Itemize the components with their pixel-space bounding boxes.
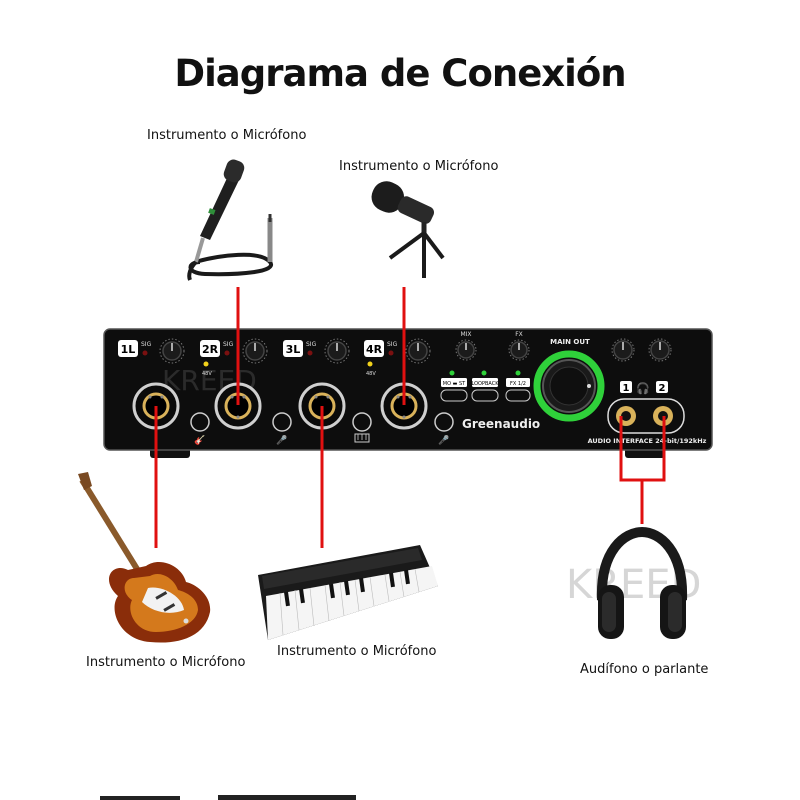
headphone-knob-2[interactable] bbox=[648, 338, 672, 362]
mono-st-label: MO ▬ ST bbox=[443, 381, 466, 387]
gain-knob-2[interactable] bbox=[242, 338, 268, 364]
loopback-button[interactable]: LOOPBACK bbox=[471, 378, 499, 402]
sig-label-3l: SIG bbox=[306, 341, 317, 348]
microphone-icon: 🎤 bbox=[276, 434, 287, 446]
fx-led bbox=[515, 370, 521, 376]
mono-st-button[interactable]: MO ▬ ST bbox=[440, 378, 468, 402]
electric-guitar-icon bbox=[78, 472, 211, 643]
mono-st-led bbox=[449, 370, 455, 376]
studio-microphone-icon bbox=[371, 181, 445, 278]
microphone-icon: 🎤 bbox=[438, 434, 449, 446]
hp-2-label: 2 bbox=[659, 383, 666, 394]
sig-led-1l bbox=[142, 350, 148, 356]
channel-1l: 1L SIG bbox=[118, 340, 152, 357]
main-out-label: MAIN OUT bbox=[550, 338, 590, 346]
mix-label: MIX bbox=[460, 331, 471, 338]
connection-cables bbox=[154, 287, 666, 548]
input-mode-button-3[interactable] bbox=[352, 412, 372, 443]
combo-input-jack-4[interactable] bbox=[380, 382, 428, 430]
headphone-knob-1[interactable] bbox=[611, 338, 635, 362]
fx-knob[interactable] bbox=[508, 339, 530, 361]
hp-1-badge bbox=[620, 381, 632, 393]
channel-label-4r: 4R bbox=[366, 343, 383, 356]
channel-2r: 2R SIG 48V bbox=[200, 340, 234, 377]
hp-2-badge bbox=[656, 381, 668, 393]
channel-label-3l: 3L bbox=[286, 343, 301, 356]
sig-led-2r bbox=[224, 350, 230, 356]
fx-select-label: FX 1/2 bbox=[510, 381, 526, 387]
sig-led-4r bbox=[388, 350, 394, 356]
guitar-icon: 🎸 bbox=[194, 434, 205, 446]
sig-label-1l: SIG bbox=[141, 341, 152, 348]
caption-headphones: Audífono o parlante bbox=[580, 662, 709, 677]
interface-spec-label: AUDIO INTERFACE 24-bit/192kHz bbox=[588, 437, 707, 445]
caption-mic-top-right: Instrumento o Micrófono bbox=[339, 159, 499, 174]
phantom-label-2r: 48V bbox=[202, 371, 212, 377]
gain-knob-4[interactable] bbox=[405, 338, 431, 364]
caption-keyboard: Instrumento o Micrófono bbox=[277, 644, 437, 659]
brand-label: Greenaudio bbox=[462, 417, 540, 431]
gain-knob-1[interactable] bbox=[159, 338, 185, 364]
loopback-label: LOOPBACK bbox=[471, 381, 499, 387]
page-title: Diagrama de Conexión bbox=[174, 52, 626, 95]
headphones-icon bbox=[596, 526, 688, 639]
cropped-item-right bbox=[218, 795, 356, 800]
fx-label: FX bbox=[515, 331, 523, 338]
loopback-led bbox=[481, 370, 487, 376]
input-mode-button-2[interactable]: 🎤 bbox=[272, 412, 292, 446]
sig-label-2r: SIG bbox=[223, 341, 234, 348]
input-mode-button-4[interactable]: 🎤 bbox=[434, 412, 454, 446]
main-out-knob[interactable] bbox=[533, 350, 605, 422]
sig-led-3l bbox=[307, 350, 313, 356]
gain-knob-3[interactable] bbox=[324, 338, 350, 364]
combo-input-jack-2[interactable] bbox=[214, 382, 262, 430]
caption-mic-top-left: Instrumento o Micrófono bbox=[147, 128, 307, 143]
input-mode-button-1[interactable]: 🎸 bbox=[190, 412, 210, 446]
phantom-led-4r bbox=[367, 361, 373, 367]
cropped-item-left bbox=[100, 796, 180, 800]
channel-label-2r: 2R bbox=[202, 343, 219, 356]
headphones-icon: 🎧 bbox=[636, 382, 650, 395]
sig-label-4r: SIG bbox=[387, 341, 398, 348]
fx-select-button[interactable]: FX 1/2 bbox=[505, 378, 531, 402]
hp-1-label: 1 bbox=[623, 383, 630, 394]
channel-3l: 3L SIG bbox=[283, 340, 317, 357]
handheld-microphone-icon bbox=[187, 159, 274, 281]
headphone-jack-1[interactable] bbox=[616, 406, 636, 426]
phantom-label-4r: 48V bbox=[366, 371, 376, 377]
digital-piano-icon bbox=[258, 545, 438, 640]
channel-label-1l: 1L bbox=[121, 343, 136, 356]
caption-guitar: Instrumento o Micrófono bbox=[86, 655, 246, 670]
phantom-led-2r bbox=[203, 361, 209, 367]
channel-4r: 4R SIG 48V bbox=[364, 340, 398, 377]
mix-knob[interactable] bbox=[455, 339, 477, 361]
